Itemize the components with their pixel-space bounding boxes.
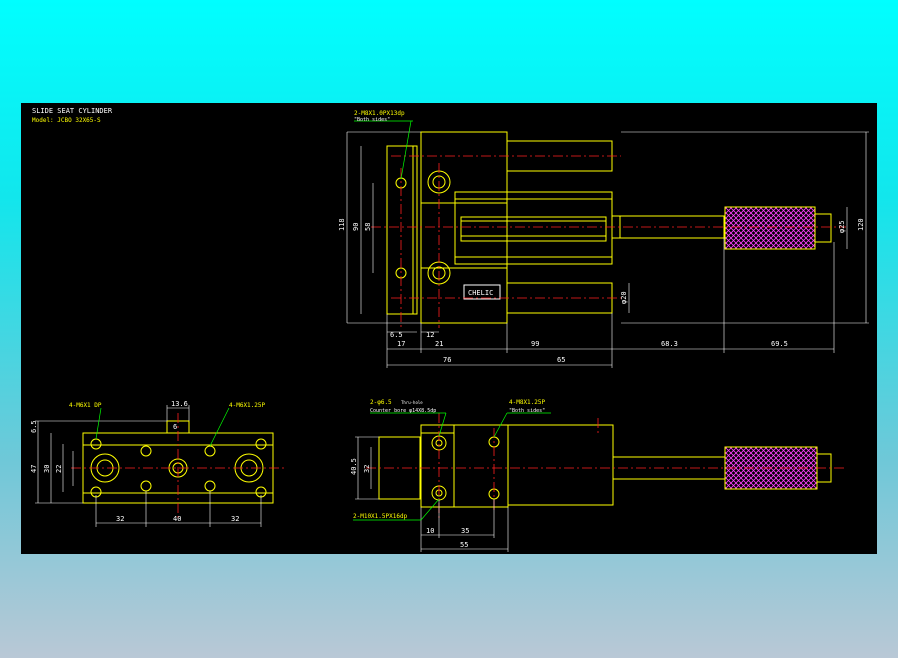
top-body-block <box>420 131 508 324</box>
top-callout-text: 2-M8X1.0PX13dp <box>354 110 405 117</box>
end-dim-47: 47 <box>30 465 38 473</box>
drawing-title: SLIDE SEAT CYLINDER <box>32 107 113 115</box>
side-centerlines <box>366 413 846 518</box>
end-callout-right-leader <box>209 407 230 447</box>
dim-58: 58 <box>364 223 372 231</box>
drawing-model: Model: JCBO 32X65-S <box>32 117 101 124</box>
side-callout-taps-note: "Both sides" <box>509 408 545 414</box>
side-dim-32: 32 <box>363 465 371 473</box>
side-callout-bottom: 2-M10X1.5PX16dp <box>353 513 408 520</box>
end-dim-32-right: 32 <box>231 515 239 523</box>
end-dim-32-left: 32 <box>116 515 124 523</box>
end-centerlines <box>71 413 286 518</box>
end-dim-13-6: 13.6 <box>171 400 188 408</box>
end-callout-left-leader <box>95 407 102 440</box>
title-block: SLIDE SEAT CYLINDER Model: JCBO 32X65-S <box>32 107 113 124</box>
side-dim-10: 10 <box>426 527 434 535</box>
dim-120: 120 <box>857 218 865 231</box>
side-tube <box>507 424 614 506</box>
side-dim-labels: 40.5 32 10 35 55 <box>350 458 469 549</box>
dim-76: 76 <box>443 356 451 364</box>
side-callout-cb-leader <box>438 412 447 437</box>
top-callout-leader <box>400 120 412 180</box>
end-dimensions <box>35 405 262 527</box>
side-callout-cb: 2-φ6.5 <box>370 399 392 406</box>
end-hole-6 <box>140 480 152 492</box>
end-hole-3 <box>255 438 267 450</box>
top-boot <box>724 206 816 250</box>
side-dim-40-5: 40.5 <box>350 458 358 475</box>
side-callout-cb-note: Thru-hole <box>401 400 423 405</box>
end-hole-7 <box>204 445 216 457</box>
end-hole-5 <box>140 445 152 457</box>
side-dim-35: 35 <box>461 527 469 535</box>
side-callout-taps-leader <box>493 412 508 438</box>
end-hole-8 <box>204 480 216 492</box>
side-callout-taps: 4-M8X1.25P <box>509 399 546 406</box>
side-callouts: 2-φ6.5 Thru-hole Counter bore φ14X8.5dp … <box>353 399 551 521</box>
end-callout-left: 4-M6X1 DP <box>69 402 102 409</box>
drawing-canvas: SLIDE SEAT CYLINDER Model: JCBO 32X65-S … <box>21 103 877 554</box>
end-callouts: 4-M6X1 DP 4-M6X1.25P <box>69 402 266 447</box>
dim-12: 12 <box>426 331 434 339</box>
dim-65: 65 <box>557 356 565 364</box>
top-callout: 2-M8X1.0PX13dp "Both sides" <box>354 110 413 180</box>
top-view: CHELIC <box>386 131 832 324</box>
end-hole-1 <box>90 438 102 450</box>
dim-phi25: φ25 <box>838 220 846 233</box>
top-centerlines <box>371 155 846 328</box>
end-dim-40: 40 <box>173 515 181 523</box>
dim-68-3: 68.3 <box>661 340 678 348</box>
dim-21: 21 <box>435 340 443 348</box>
top-brand-plate <box>463 284 501 300</box>
end-dim-labels: 6.5 47 30 22 13.6 6 32 40 32 <box>30 400 239 523</box>
top-tube-endcap <box>460 216 607 242</box>
side-callout-cb-2: Counter bore φ14X8.5dp <box>370 408 436 414</box>
dim-69-5: 69.5 <box>771 340 788 348</box>
top-dim-labels: 118 90 58 120 φ25 φ20 6.5 12 17 21 99 68… <box>338 218 865 364</box>
end-dim-30: 30 <box>43 465 51 473</box>
end-dim-6: 6 <box>173 423 177 431</box>
top-callout-note: "Both sides" <box>354 117 390 123</box>
top-dimensions <box>346 131 869 368</box>
cad-drawing: SLIDE SEAT CYLINDER Model: JCBO 32X65-S … <box>30 107 869 552</box>
dim-118: 118 <box>338 218 346 231</box>
top-rod-end <box>814 213 832 243</box>
dim-6-5: 6.5 <box>390 331 403 339</box>
side-callout-bottom-leader <box>420 498 440 521</box>
dim-17: 17 <box>397 340 405 348</box>
side-view <box>378 424 832 508</box>
side-dimensions <box>355 436 509 552</box>
end-dim-6-5: 6.5 <box>30 420 38 433</box>
top-brand-text: CHELIC <box>468 289 493 297</box>
end-dim-22: 22 <box>55 465 63 473</box>
dim-99: 99 <box>531 340 539 348</box>
side-dim-55: 55 <box>460 541 468 549</box>
end-callout-right: 4-M6X1.25P <box>229 402 266 409</box>
top-mount-plate <box>386 145 418 315</box>
dim-90: 90 <box>352 223 360 231</box>
dim-phi20: φ20 <box>620 291 628 304</box>
